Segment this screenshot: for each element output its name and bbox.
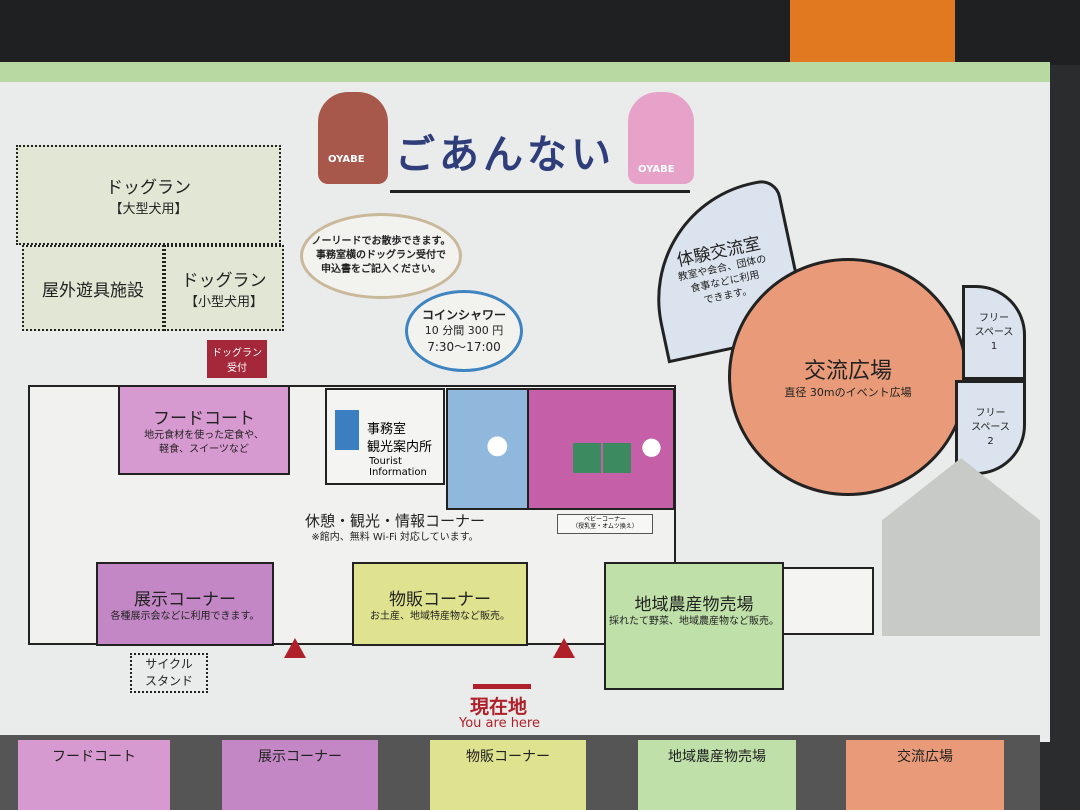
shop-corner: 物販コーナーお土産、地域特産物など販売。 <box>352 562 528 646</box>
entrance-marker <box>284 638 306 658</box>
female-icon: ● <box>641 432 662 460</box>
exchange-plaza: 交流広場直径 30mのイベント広場 <box>728 258 968 496</box>
title-underline <box>390 190 690 193</box>
label: 休憩・観光・情報コーナー <box>304 512 485 530</box>
farm-market: 地域農産物売場採れたて野菜、地域農産物など販売。 <box>604 562 784 690</box>
desc: 各種展示会などに利用できます。 <box>110 610 260 622</box>
label: 事務室 <box>367 422 407 437</box>
desc: 地元食材を使った定食や、 <box>144 429 264 441</box>
label: 物販コーナー <box>389 589 491 610</box>
label: サイクル <box>145 657 193 672</box>
mascot-left: OYABE <box>318 92 388 184</box>
bubble-line: 申込書をご記入ください。 <box>321 264 441 275</box>
bubble-line: 事務室横のドッグラン受付で <box>316 250 446 261</box>
entrance-marker <box>553 638 575 658</box>
tab-food-court: フードコート <box>18 740 170 810</box>
exhibit-corner: 展示コーナー各種展示会などに利用できます。 <box>96 562 274 646</box>
label: 交流広場 <box>803 359 892 385</box>
label: 【大型犬用】 <box>109 202 188 217</box>
label: （授乳室・オムツ換え） <box>572 523 638 530</box>
womens-restroom: ● <box>527 388 675 510</box>
current-location-en: You are here <box>459 716 540 731</box>
desc: お土産、地域特産物など販売。 <box>370 610 510 622</box>
label: ドッグラン <box>212 348 262 359</box>
label: フードコート <box>153 408 255 429</box>
desc: ※館内、無料 Wi-Fi 対応しています。 <box>311 532 479 543</box>
label: スタンド <box>144 674 193 688</box>
label: ベビーコーナー <box>583 516 626 524</box>
tab-plaza: 交流広場 <box>846 740 1004 810</box>
desc: 採れたて野菜、地域農産物など販売。 <box>609 616 779 627</box>
label: 屋外遊具施設 <box>42 280 144 301</box>
label: ドッグラン <box>181 271 267 291</box>
current-location-ja: 現在地 <box>470 696 528 718</box>
dogrun-small: ドッグラン【小型犬用】 <box>164 245 284 331</box>
dogrun-reception: ドッグラン受付 <box>207 340 267 378</box>
shower-price: 10 分間 300 円 <box>424 324 504 338</box>
desc: 軽食、スイーツなど <box>159 443 249 455</box>
dogrun-large: ドッグラン【大型犬用】 <box>16 145 281 245</box>
tab-exhibit: 展示コーナー <box>222 740 378 810</box>
label: 展示コーナー <box>134 589 236 610</box>
label: ドッグラン <box>106 178 191 198</box>
label: 地域農産物売場 <box>634 595 754 615</box>
rest-area: 休憩・観光・情報コーナー ※館内、無料 Wi-Fi 対応しています。 <box>280 510 510 545</box>
shower-icon <box>335 410 359 450</box>
desc: 直径 30mのイベント広場 <box>784 386 912 400</box>
mascot-right: OYABE <box>628 92 694 184</box>
shower-name: コインシャワー <box>421 307 506 322</box>
cycle-stand: サイクルスタンド <box>130 653 208 693</box>
tab-farm: 地域農産物売場 <box>638 740 796 810</box>
here-marker <box>473 684 531 689</box>
accessible-toilet-icon <box>573 443 601 473</box>
page-title: ごあんない <box>395 132 615 178</box>
food-court: フードコート地元食材を使った定食や、軽食、スイーツなど <box>118 385 290 475</box>
mascot-label: OYABE <box>638 164 675 175</box>
label: 受付 <box>227 363 247 374</box>
label: 観光案内所 <box>367 440 433 455</box>
mascot-label: OYABE <box>328 154 365 165</box>
orange-pillar <box>790 0 955 66</box>
dogrun-bubble: ノーリードでお散歩できます。事務室横のドッグラン受付で申込書をご記入ください。 <box>300 213 462 299</box>
male-icon: ● <box>486 430 509 460</box>
baby-corner: ベビーコーナー（授乳室・オムツ換え） <box>557 514 653 534</box>
annex <box>782 567 874 635</box>
playground: 屋外遊具施設 <box>22 245 164 331</box>
bubble-line: ノーリードでお散歩できます。 <box>311 236 451 247</box>
shower-hours: 7:30〜17:00 <box>427 339 501 354</box>
accessible-toilet-icon <box>603 443 631 473</box>
label: 【小型犬用】 <box>184 295 263 310</box>
tab-shop: 物販コーナー <box>430 740 586 810</box>
